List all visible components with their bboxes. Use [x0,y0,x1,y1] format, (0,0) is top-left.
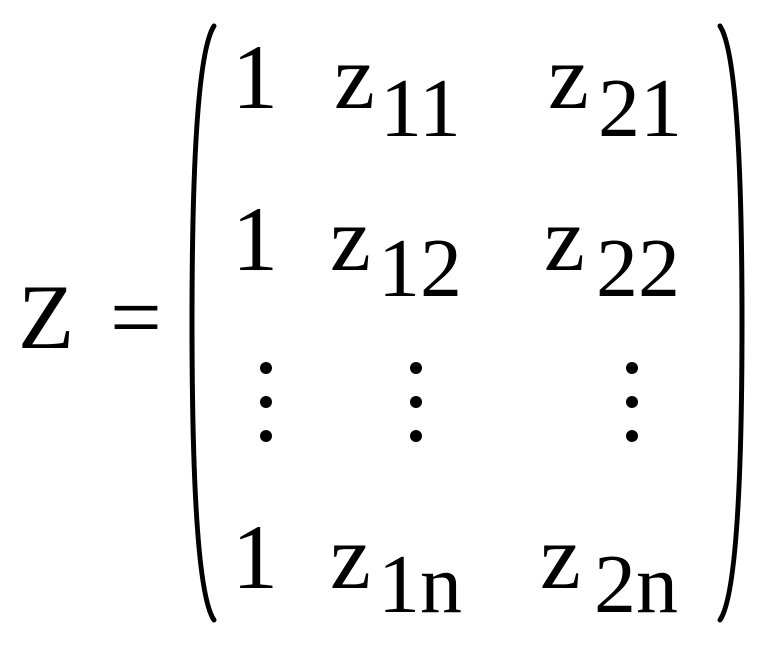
equals-sign: = [110,266,162,368]
vertical-ellipsis-col-3 [626,362,638,442]
vertical-ellipsis-col-2 [410,362,422,442]
matrix-row: 1 z 11 z 21 [232,26,682,155]
matrix-entry: 1 [232,188,278,290]
matrix-entry: 1 [232,26,278,128]
vertical-ellipsis-col-1 [260,362,272,442]
matrix-symbol: Z [18,266,74,368]
matrix-entry: z [548,26,589,128]
matrix-entry: z [540,506,581,608]
matrix-entry-subscript: 11 [380,62,461,155]
matrix-entry-subscript: 1n [378,538,462,631]
matrix-entry-subscript: 12 [378,222,462,315]
matrix-entry: 1 [232,506,278,608]
matrix-entry-subscript: 22 [596,222,680,315]
left-parenthesis [189,23,217,623]
matrix-entry: z [544,188,585,290]
matrix-entry-subscript: 2n [594,538,678,631]
matrix-entry: z [330,506,371,608]
right-parenthesis [717,23,745,623]
matrix-row: 1 z 12 z 22 [232,188,680,315]
matrix-entry: z [330,188,371,290]
matrix-entry: z [334,26,375,128]
matrix-entry-subscript: 21 [598,62,682,155]
matrix-row: 1 z 1n z 2n [232,506,678,631]
